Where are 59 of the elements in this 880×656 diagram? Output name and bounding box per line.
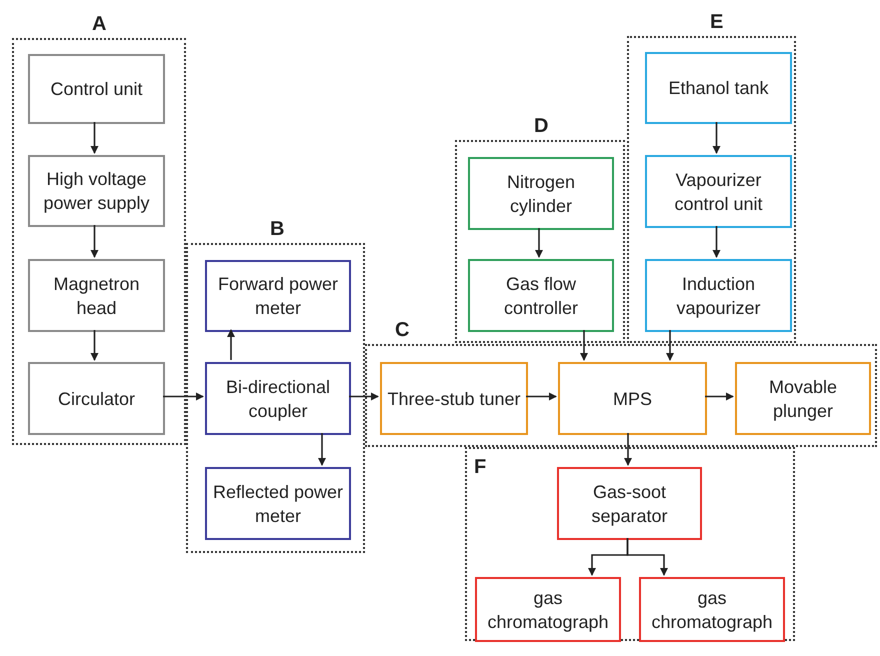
arrow: [318, 433, 326, 466]
box-label: Ethanol tank: [668, 77, 769, 100]
arrow: [624, 433, 632, 466]
arrow: [349, 392, 379, 400]
box-label: MPS: [612, 388, 652, 410]
arrow: [705, 392, 734, 400]
arrow: [712, 122, 720, 154]
dotted-group-frame: [465, 447, 795, 641]
process-box: [468, 259, 614, 332]
process-box: [380, 362, 528, 435]
box-label: Control unit: [50, 78, 143, 101]
box-label: Circulator: [58, 388, 136, 410]
box-label: Reflected power meter: [212, 480, 344, 528]
group-letter: A: [92, 14, 106, 34]
process-box: [28, 54, 165, 124]
box-label: Three-stub tuner: [387, 388, 521, 410]
box-label: Forward power meter: [216, 273, 340, 320]
process-box: [468, 157, 614, 230]
arrow: [666, 330, 674, 361]
process-box: [645, 52, 792, 124]
arrow: [163, 392, 204, 400]
arrow: [227, 329, 235, 360]
arrow: [90, 122, 98, 154]
group-letter: F: [474, 457, 486, 477]
process-box: [28, 362, 165, 435]
process-box: [557, 467, 702, 540]
arrow: [580, 330, 588, 361]
arrow: [526, 392, 557, 400]
process-box: [639, 577, 785, 642]
process-box: [205, 362, 351, 435]
box-label: Vapourizer control unit: [673, 168, 764, 216]
box-label: Nitrogen cylinder: [506, 170, 576, 218]
box-label: Gas flow controller: [502, 272, 580, 320]
process-box: [645, 155, 792, 228]
group-letter: C: [395, 320, 410, 340]
box-label: Movable plunger: [768, 376, 838, 422]
process-box: [475, 577, 621, 642]
arrow: [90, 330, 98, 361]
arrow: [535, 228, 543, 258]
box-label: Induction vapourizer: [675, 272, 762, 320]
box-label: Bi-directional coupler: [224, 376, 332, 422]
group-letter: B: [270, 219, 284, 239]
process-box: [735, 362, 871, 435]
box-label: Magnetron head: [52, 272, 141, 320]
box-label: gas chromatograph: [486, 586, 610, 634]
process-box: [28, 259, 165, 332]
process-box: [28, 155, 165, 227]
group-letter: E: [710, 12, 724, 32]
process-box: [205, 467, 351, 540]
arrow: [712, 226, 720, 258]
group-letter: D: [534, 116, 548, 136]
process-box: [205, 260, 351, 332]
arrow: [90, 225, 98, 258]
box-label: High voltage power supply: [42, 168, 151, 215]
box-label: gas chromatograph: [650, 586, 774, 634]
process-box: [645, 259, 792, 332]
arrow: [626, 538, 668, 576]
process-box: [558, 362, 707, 435]
box-label: Gas-soot separator: [590, 480, 669, 528]
